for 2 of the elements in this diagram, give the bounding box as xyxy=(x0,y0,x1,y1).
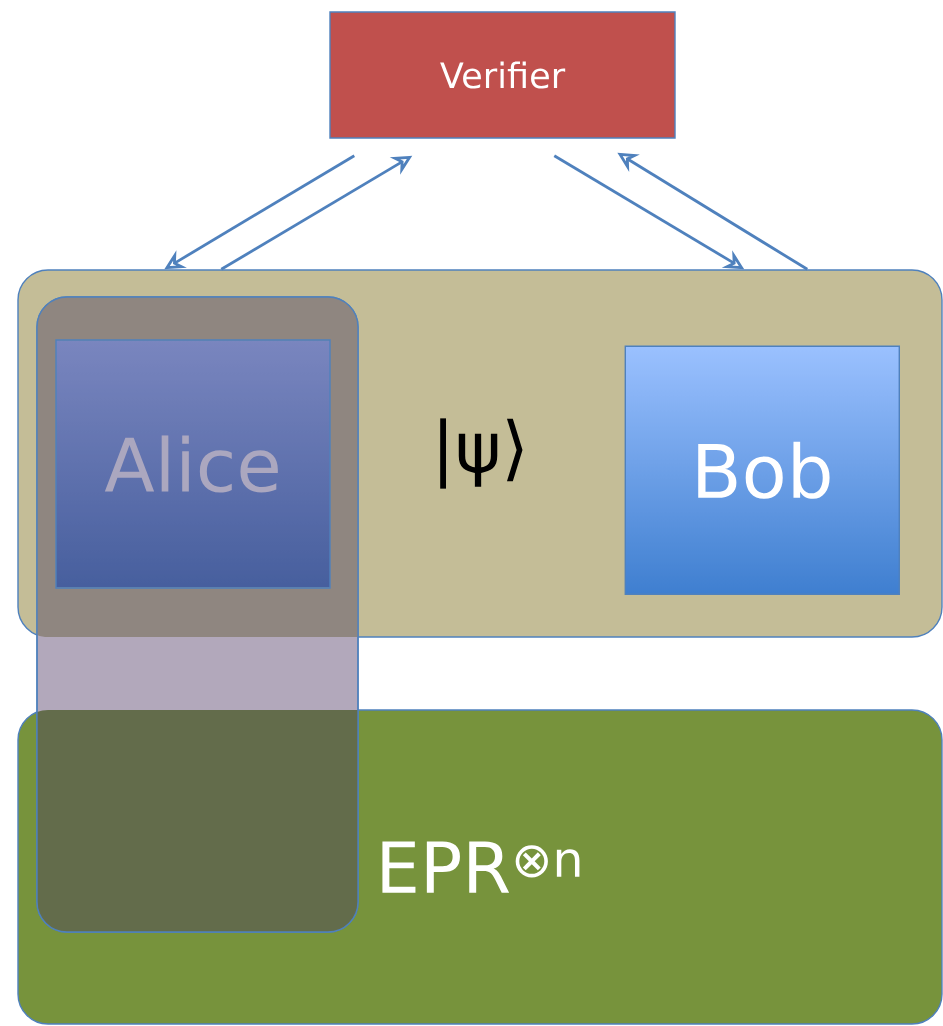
verifier-box: Verifier xyxy=(329,11,676,139)
bob-box: Bob xyxy=(624,345,900,595)
